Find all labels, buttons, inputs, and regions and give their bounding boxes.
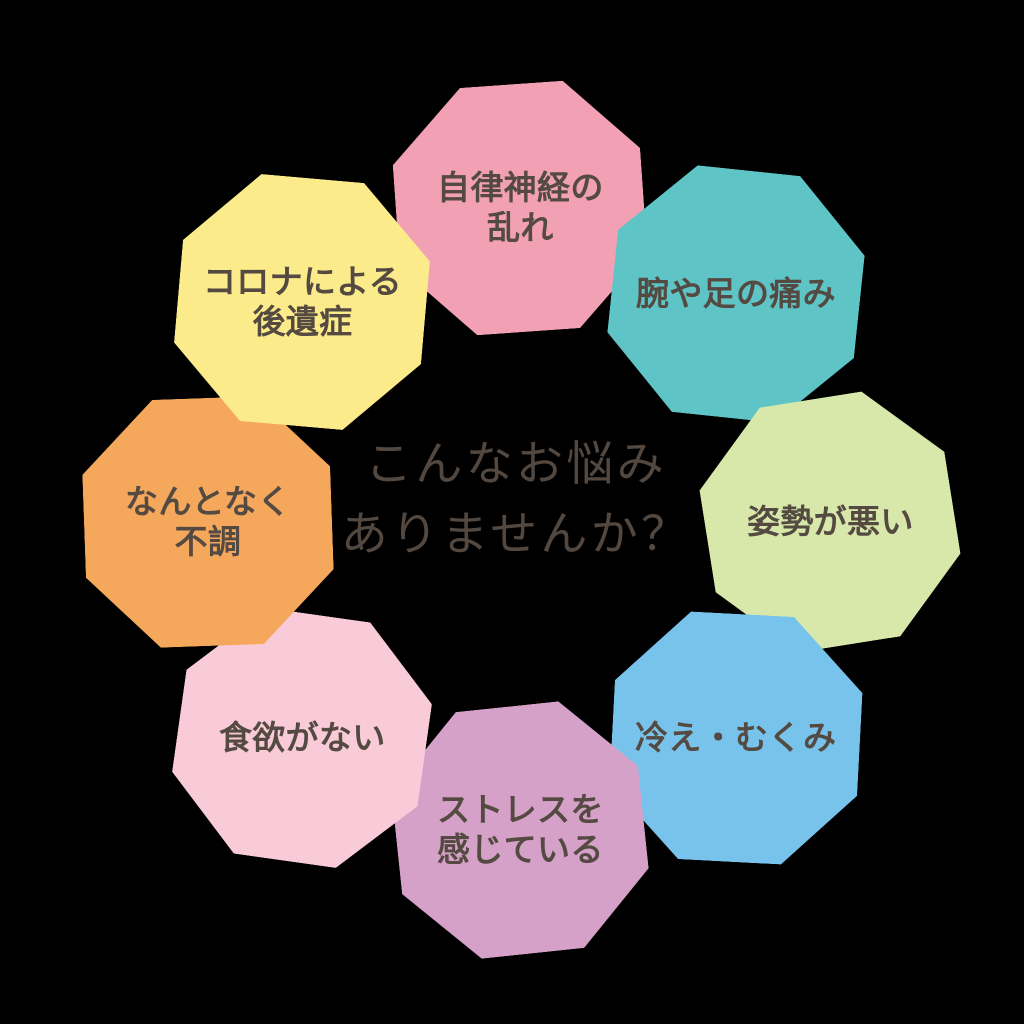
center-headline: こんなお悩み ありませんか？ (316, 430, 716, 569)
concern-label: 冷え・むくみ (635, 717, 837, 757)
concern-label: なんとなく 不調 (125, 481, 291, 562)
concern-node-arm-leg-pain: 腕や足の痛み (600, 158, 873, 431)
headline-line-2: ありませんか？ (340, 506, 692, 562)
concern-label: ストレスを 感じている (436, 789, 604, 869)
concern-label: 食欲がない (218, 717, 386, 757)
concern-node-vague-unwellness: なんとなく 不調 (80, 394, 337, 651)
concern-node-cold-swelling: 冷え・むくみ (606, 608, 867, 869)
headline-line-1: こんなお悩み (365, 437, 667, 492)
concern-label: 腕や足の痛み (636, 273, 836, 313)
concern-node-covid-aftereffects: コロナによる 後遺症 (168, 168, 437, 437)
concern-label: コロナによる 後遺症 (202, 261, 402, 341)
concern-label: 自律神経の 乱れ (436, 167, 604, 247)
concern-label: 姿勢が悪い (746, 501, 914, 541)
